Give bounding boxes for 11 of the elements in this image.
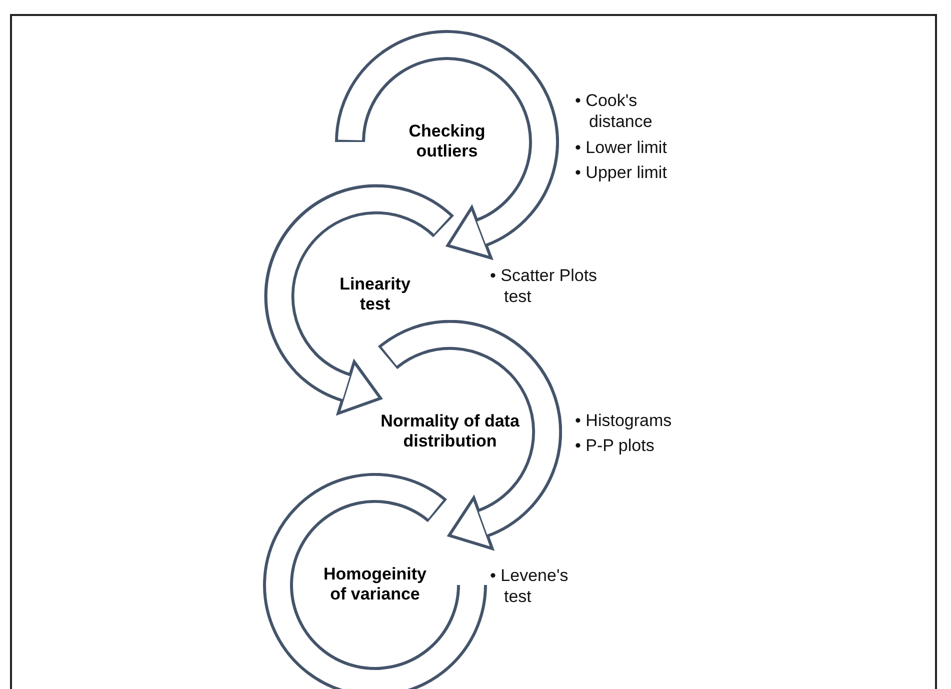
- bullet-item: • Cook's distance: [575, 90, 654, 132]
- bullet-item: • Scatter Plots test: [490, 265, 598, 308]
- bullet-item: • Upper limit: [575, 162, 668, 183]
- step-title: Normality of data distribution: [380, 412, 520, 452]
- bullet-item: • Lower limit: [575, 136, 668, 158]
- bullet-item: • Levene's test: [490, 565, 570, 608]
- step-title: Linearity test: [338, 274, 412, 316]
- step-title: Homogeinity of variance: [322, 564, 428, 606]
- bullet-item: • P-P plots: [575, 435, 656, 456]
- bullet-item: • Histograms: [575, 410, 673, 432]
- step-title: Checking outliers: [408, 122, 486, 162]
